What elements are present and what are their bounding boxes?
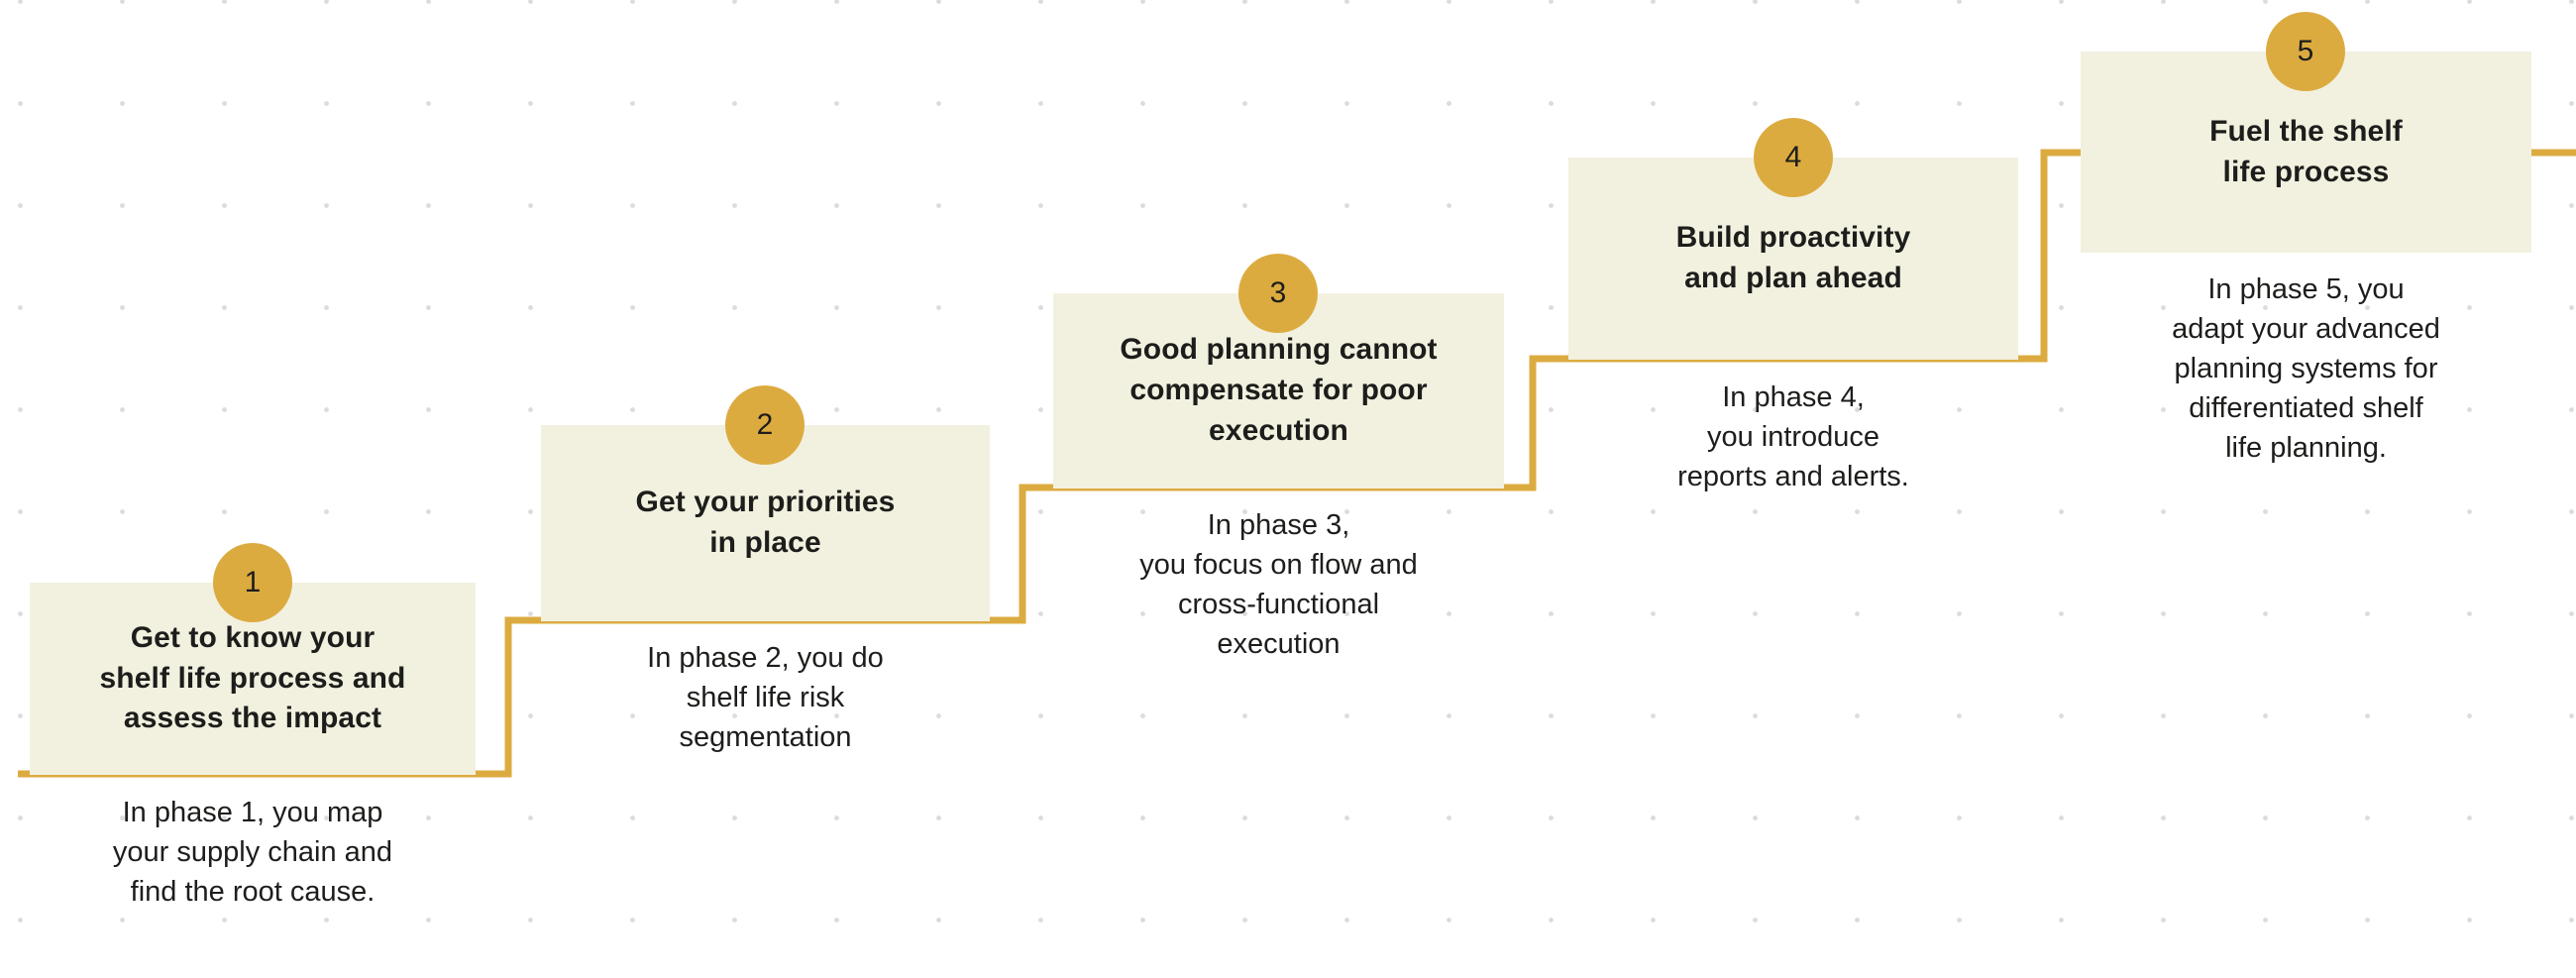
- step-1-badge-number: 1: [244, 566, 262, 598]
- step-2-badge-number: 2: [756, 408, 774, 441]
- step-2-caption: In phase 2, you do shelf life risk segme…: [647, 642, 884, 754]
- step-1-title: Get to know your shelf life process and …: [99, 620, 406, 735]
- step-3-badge-number: 3: [1269, 276, 1287, 309]
- step-4-card[interactable]: Build proactivity and plan ahead: [1568, 158, 2018, 360]
- step-5-title: Fuel the shelf life process: [2209, 114, 2403, 188]
- step-4-badge: 4: [1754, 118, 1833, 197]
- step-2-badge: 2: [725, 385, 805, 465]
- step-2-title: Get your priorities in place: [635, 486, 896, 559]
- step-5-badge-number: 5: [2297, 35, 2314, 67]
- step-5-caption: In phase 5, you adapt your advanced plan…: [2172, 273, 2440, 465]
- step-1-caption: In phase 1, you map your supply chain an…: [112, 797, 393, 909]
- step-5-card[interactable]: Fuel the shelf life process: [2081, 52, 2531, 253]
- step-3-title: Good planning cannot compensate for poor…: [1120, 333, 1438, 447]
- step-5-badge: 5: [2266, 12, 2345, 91]
- step-4-caption: In phase 4, you introduce reports and al…: [1677, 381, 1909, 493]
- step-3-caption: In phase 3, you focus on flow and cross-…: [1139, 509, 1418, 661]
- step-4-title: Build proactivity and plan ahead: [1675, 221, 1911, 294]
- step-1-badge: 1: [213, 543, 292, 622]
- step-4-badge-number: 4: [1784, 141, 1802, 173]
- step-3-badge: 3: [1238, 254, 1318, 333]
